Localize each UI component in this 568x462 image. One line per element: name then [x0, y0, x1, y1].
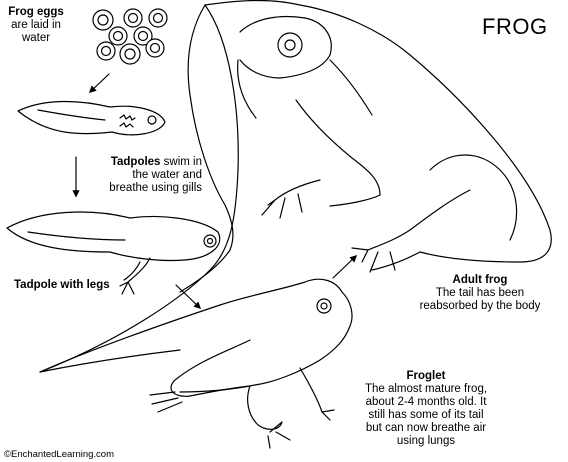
- background-curve: [39, 4, 239, 373]
- tadpole-desc-line1: swim in: [160, 156, 202, 168]
- tadpole-with-legs-illustration: [6, 211, 221, 295]
- adult-frog-desc-line2: reabsorbed by the body: [419, 300, 541, 312]
- tadpole-illustration: [17, 100, 166, 136]
- adult-frog-illustration: [179, 0, 552, 293]
- froglet-desc-line2: about 2-4 months old. It: [365, 396, 487, 408]
- tadpole-label: Tadpoles swim in the water and breathe u…: [92, 156, 202, 195]
- frog-eggs-illustration: [92, 8, 168, 65]
- frog-eggs-label: Frog eggs are laid in water: [0, 6, 72, 45]
- froglet-illustration: [39, 278, 353, 449]
- arrow-eggs-to-tadpole: [88, 73, 110, 93]
- adult-frog-name: Adult frog: [452, 274, 508, 286]
- froglet-desc-line5: using lungs: [396, 435, 456, 447]
- arrow-froglet-to-adult: [332, 255, 358, 279]
- tadpole-with-legs-label: Tadpole with legs: [14, 279, 110, 291]
- adult-frog-label: Adult frog The tail has been reabsorbed …: [398, 274, 562, 313]
- frog-eggs-desc-line1: are laid in: [11, 19, 61, 31]
- froglet-desc-line4: but can now breathe air: [365, 422, 487, 434]
- frog-eggs-name: Frog eggs: [8, 6, 64, 18]
- tadpole-desc-line2: the water and: [132, 169, 202, 181]
- tadpole-desc-line3: breathe using gills: [109, 182, 202, 194]
- froglet-label: Froglet The almost mature frog, about 2-…: [348, 370, 504, 448]
- frog-eggs-desc-line2: water: [21, 32, 51, 44]
- froglet-name: Froglet: [406, 370, 446, 382]
- arrow-legs-to-froglet: [175, 284, 202, 309]
- tadpole-name: Tadpoles: [110, 156, 161, 168]
- adult-frog-desc-line1: The tail has been: [435, 287, 525, 299]
- froglet-desc-line1: The almost mature frog,: [364, 383, 488, 395]
- froglet-desc-line3: still has some of its tail: [368, 409, 484, 421]
- page-title: FROG: [482, 14, 548, 39]
- copyright-notice: ©EnchantedLearning.com: [4, 449, 114, 460]
